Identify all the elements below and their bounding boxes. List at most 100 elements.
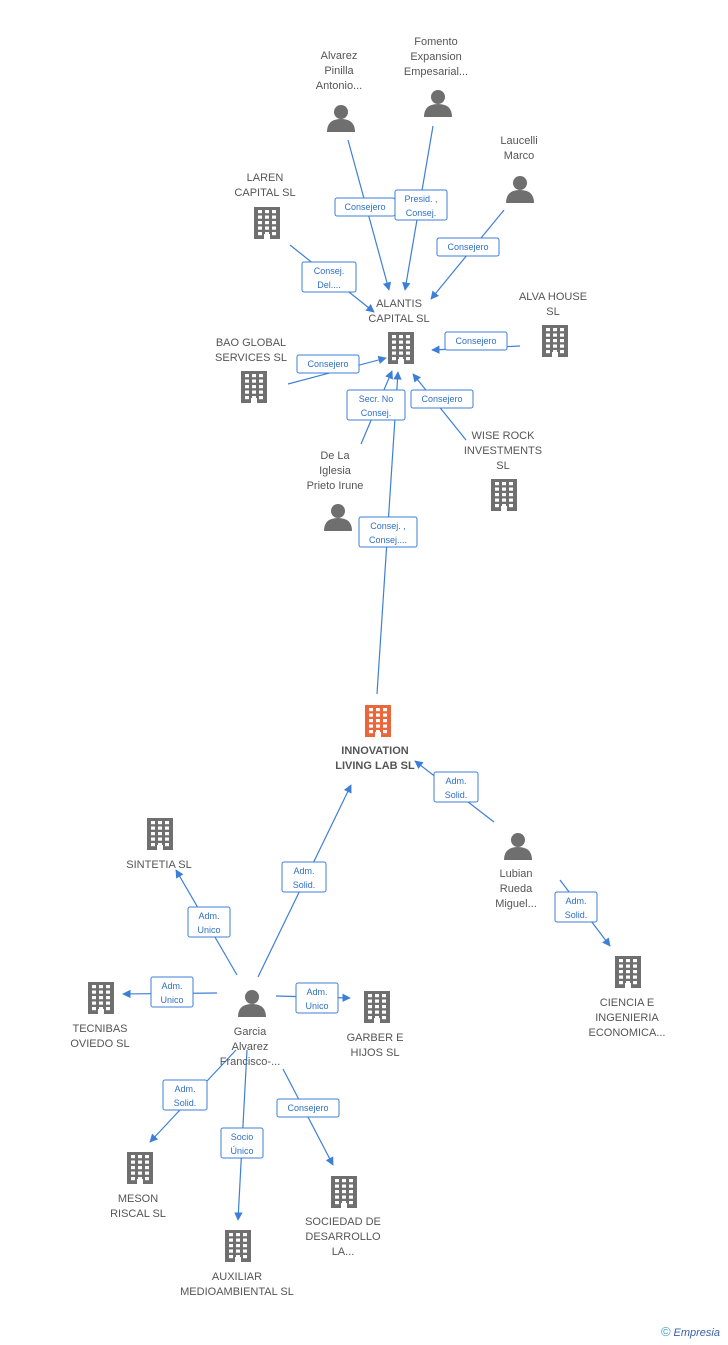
node-lubian[interactable]: LubianRuedaMiguel... xyxy=(495,833,537,910)
node-sintetia[interactable]: SINTETIA SL xyxy=(126,818,192,871)
node-fomento[interactable]: FomentoExpansionEmpesarial... xyxy=(404,36,468,117)
node-label: Francisco-... xyxy=(220,1056,281,1068)
edge-label-garcia-garber[interactable]: Adm.Unico xyxy=(295,982,339,1014)
building-icon[interactable] xyxy=(365,705,391,737)
node-garcia[interactable]: GarciaAlvarezFrancisco-... xyxy=(220,990,281,1068)
edge-label-lubian-ciencia[interactable]: Adm. Solid. xyxy=(554,891,598,923)
edge-label-box xyxy=(410,389,474,409)
node-label: Expansion xyxy=(410,51,461,63)
edge-label-innovation-alantis[interactable]: Consej. ,Consej.... xyxy=(358,516,418,548)
edge-label-lubian-innovation[interactable]: Adm. Solid. xyxy=(433,771,479,803)
building-icon[interactable] xyxy=(364,991,390,1023)
node-label: Iglesia xyxy=(319,465,352,477)
edge-label-garcia-sintetia[interactable]: Adm.Unico xyxy=(187,906,231,938)
edge-label-box xyxy=(346,389,406,421)
node-label: SERVICES SL xyxy=(215,352,287,364)
edge-label-alva-alantis[interactable]: Consejero xyxy=(444,331,508,351)
node-label: CIENCIA E xyxy=(600,997,654,1009)
edge-label-text: Socio xyxy=(231,1132,254,1142)
node-label: WISE ROCK xyxy=(472,430,536,442)
building-icon[interactable] xyxy=(615,956,641,988)
edge-label-bao-alantis[interactable]: Consejero xyxy=(296,354,360,374)
edge-label-text: Solid. xyxy=(565,910,588,920)
node-label: Antonio... xyxy=(316,80,362,92)
edge-label-box xyxy=(394,189,448,221)
edge-label-laren-alantis[interactable]: Consej.Del.... xyxy=(301,261,357,293)
edge-label-text: Consejero xyxy=(344,202,385,212)
building-icon[interactable] xyxy=(542,325,568,357)
building-icon[interactable] xyxy=(388,332,414,364)
edge-label-text: Adm. xyxy=(293,866,314,876)
edge-label-text: Consejero xyxy=(287,1103,328,1113)
building-icon[interactable] xyxy=(88,982,114,1014)
node-label: SOCIEDAD DE xyxy=(305,1216,381,1228)
edge-label-box xyxy=(150,976,194,1008)
building-icon[interactable] xyxy=(241,371,267,403)
edge-label-wise-alantis[interactable]: Consejero xyxy=(410,389,474,409)
node-sociedad[interactable]: SOCIEDAD DEDESARROLLOLA... xyxy=(305,1176,381,1258)
edge-label-box xyxy=(301,261,357,293)
building-icon[interactable] xyxy=(225,1230,251,1262)
edge-label-garcia-innovation[interactable]: Adm.Solid. xyxy=(281,861,327,893)
node-label: ALVA HOUSE xyxy=(519,291,587,303)
building-icon[interactable] xyxy=(127,1152,153,1184)
edge-label-alvarez-alantis[interactable]: Consejero xyxy=(334,197,396,217)
person-icon[interactable] xyxy=(327,105,355,132)
node-label: INGENIERIA xyxy=(595,1012,659,1024)
node-label: Fomento xyxy=(414,36,457,48)
edge-label-text: Solid. xyxy=(445,790,468,800)
node-label: Laucelli xyxy=(500,135,537,147)
node-label: Garcia xyxy=(234,1026,267,1038)
edge-label-garcia-sociedad[interactable]: Consejero xyxy=(276,1098,340,1118)
edge-label-text: Adm. xyxy=(565,896,586,906)
person-icon[interactable] xyxy=(504,833,532,860)
building-icon[interactable] xyxy=(254,207,280,239)
edge-label-garcia-tecnibas[interactable]: Adm.Unico xyxy=(150,976,194,1008)
node-label: ECONOMICA... xyxy=(588,1027,665,1039)
node-label: Prieto Irune xyxy=(307,480,364,492)
node-label: Marco xyxy=(504,150,535,162)
building-icon[interactable] xyxy=(147,818,173,850)
node-label: BAO GLOBAL xyxy=(216,337,286,349)
person-icon[interactable] xyxy=(238,990,266,1017)
node-label: INNOVATION xyxy=(341,745,408,757)
building-icon[interactable] xyxy=(331,1176,357,1208)
node-ciencia[interactable]: CIENCIA E INGENIERIA ECONOMICA... xyxy=(588,956,666,1039)
node-bao[interactable]: BAO GLOBAL SERVICES SL xyxy=(215,337,287,403)
person-icon[interactable] xyxy=(506,176,534,203)
edge-label-text: Unico xyxy=(197,925,220,935)
node-label: De La xyxy=(320,450,350,462)
edge-label-garcia-meson[interactable]: Adm.Solid. xyxy=(162,1079,208,1111)
edge-label-text: Consejero xyxy=(447,242,488,252)
person-icon[interactable] xyxy=(424,90,452,117)
edge-label-text: Consej. xyxy=(361,408,392,418)
node-label: MESON xyxy=(118,1193,158,1205)
edge-label-text: Consej. xyxy=(314,266,345,276)
edge-label-fomento-alantis[interactable]: Presid. ,Consej. xyxy=(394,189,448,221)
building-icon[interactable] xyxy=(491,479,517,511)
node-alvarez[interactable]: AlvarezPinillaAntonio... xyxy=(316,50,362,132)
node-label: SL xyxy=(496,460,509,472)
person-icon[interactable] xyxy=(324,504,352,531)
node-label: OVIEDO SL xyxy=(70,1038,129,1050)
edge-label-text: Consejero xyxy=(421,394,462,404)
edge-label-text: Presid. , xyxy=(404,194,437,204)
edge-label-laucelli-alantis[interactable]: Consejero xyxy=(436,237,500,257)
edge-label-text: Adm. xyxy=(445,776,466,786)
node-label: Empesarial... xyxy=(404,66,468,78)
